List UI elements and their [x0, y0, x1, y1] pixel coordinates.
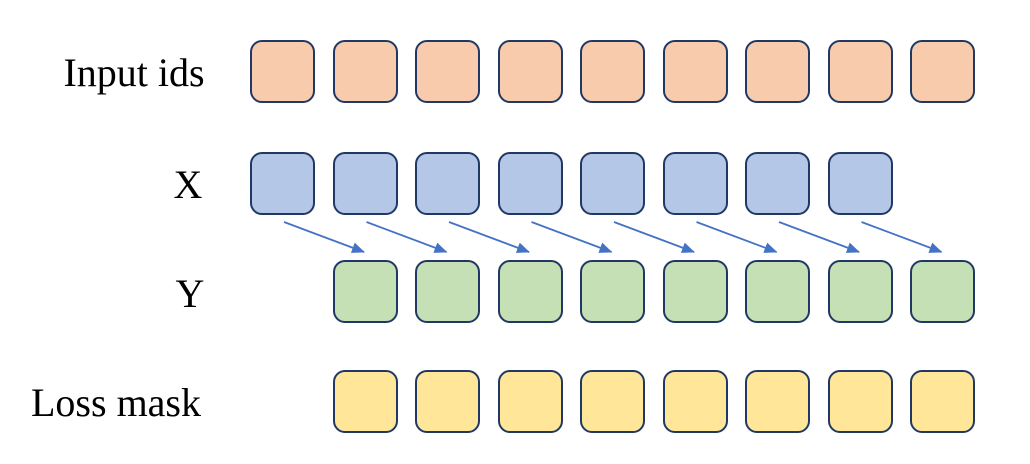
- shift-arrow: [613, 221, 695, 253]
- y-token: [332, 260, 398, 323]
- loss-mask-token: [662, 370, 728, 433]
- loss-mask-token: [910, 370, 975, 433]
- input-ids-token: [250, 40, 315, 103]
- input-ids-token: [827, 40, 893, 103]
- y-token: [662, 260, 728, 323]
- y-token: [745, 260, 810, 323]
- loss-mask-token: [415, 370, 480, 433]
- x-token: [827, 152, 893, 215]
- row-label-x: X: [173, 162, 203, 207]
- x-token: [332, 152, 398, 215]
- y-token: [827, 260, 893, 323]
- input-ids-token: [745, 40, 810, 103]
- shift-arrow: [531, 221, 613, 253]
- input-ids-token: [497, 40, 563, 103]
- row-label-loss-mask: Loss mask: [31, 380, 201, 425]
- row-label-y: Y: [175, 271, 205, 316]
- y-token: [497, 260, 563, 323]
- y-token: [580, 260, 645, 323]
- input-ids-token: [415, 40, 480, 103]
- x-token: [415, 152, 480, 215]
- shift-arrow: [861, 221, 943, 253]
- x-token: [250, 152, 315, 215]
- shift-arrow: [448, 221, 530, 253]
- x-token: [662, 152, 728, 215]
- loss-mask-token: [497, 370, 563, 433]
- loss-mask-token: [332, 370, 398, 433]
- x-token: [580, 152, 645, 215]
- x-token: [497, 152, 563, 215]
- loss-mask-token: [745, 370, 810, 433]
- loss-mask-token: [827, 370, 893, 433]
- shift-arrow: [366, 221, 448, 253]
- shift-arrow: [283, 221, 365, 253]
- row-label-input-ids: Input ids: [63, 50, 205, 95]
- shift-arrow: [778, 221, 860, 253]
- input-ids-token: [910, 40, 975, 103]
- x-token: [745, 152, 810, 215]
- y-token: [415, 260, 480, 323]
- loss-mask-token: [580, 370, 645, 433]
- input-ids-token: [332, 40, 398, 103]
- input-ids-token: [662, 40, 728, 103]
- input-ids-token: [580, 40, 645, 103]
- shift-arrow: [696, 221, 778, 253]
- y-token: [910, 260, 975, 323]
